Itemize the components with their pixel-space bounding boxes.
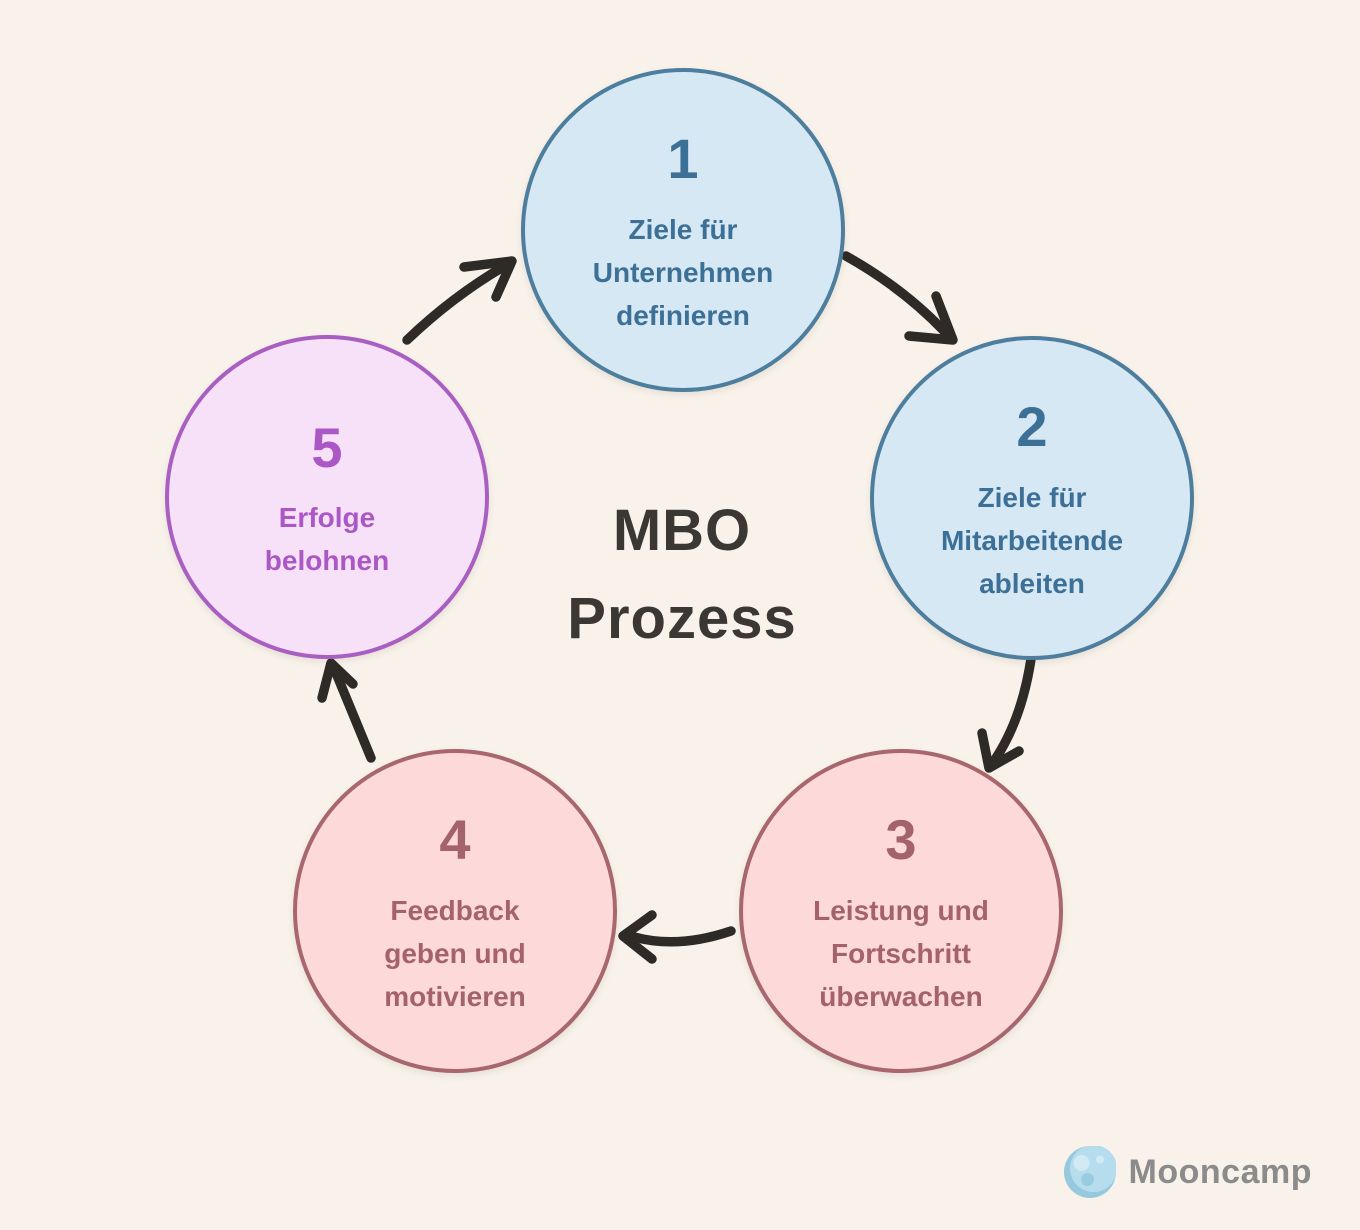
step-4-number: 4 — [439, 808, 471, 872]
step-circle-3: 3 Leistung und Fortschritt überwachen — [739, 749, 1063, 1073]
step-5-label: Erfolge belohnen — [264, 502, 390, 577]
step-3-label: Leistung und Fortschritt überwachen — [813, 894, 989, 1012]
step-1-label: Ziele für Unternehmen definieren — [592, 213, 774, 331]
step-circle-4: 4 Feedback geben und motivieren — [293, 749, 617, 1073]
logo-text: Mooncamp — [1128, 1152, 1312, 1191]
step-2-label: Ziele für Mitarbeitende ableiten — [940, 481, 1124, 599]
diagram-title: MBO Prozess — [567, 498, 797, 651]
arrow-4-to-5-icon — [317, 658, 376, 763]
step-3-number: 3 — [885, 808, 917, 872]
step-1-number: 1 — [667, 127, 699, 191]
arrow-1-to-2-icon — [841, 251, 958, 345]
arrow-5-to-1-icon — [402, 256, 517, 345]
step-5-number: 5 — [311, 415, 343, 479]
moon-icon — [1063, 1146, 1116, 1198]
arrow-3-to-4-icon — [618, 910, 736, 964]
arrow-2-to-3-icon — [977, 654, 1036, 773]
step-circle-5: 5 Erfolge belohnen — [165, 335, 489, 659]
step-circle-1: 1 Ziele für Unternehmen definieren — [521, 68, 845, 392]
mooncamp-logo: Mooncamp — [1063, 1146, 1312, 1198]
step-4-label: Feedback geben und motivieren — [384, 894, 526, 1012]
step-circle-2: 2 Ziele für Mitarbeitende ableiten — [870, 336, 1194, 660]
step-2-number: 2 — [1016, 395, 1048, 459]
